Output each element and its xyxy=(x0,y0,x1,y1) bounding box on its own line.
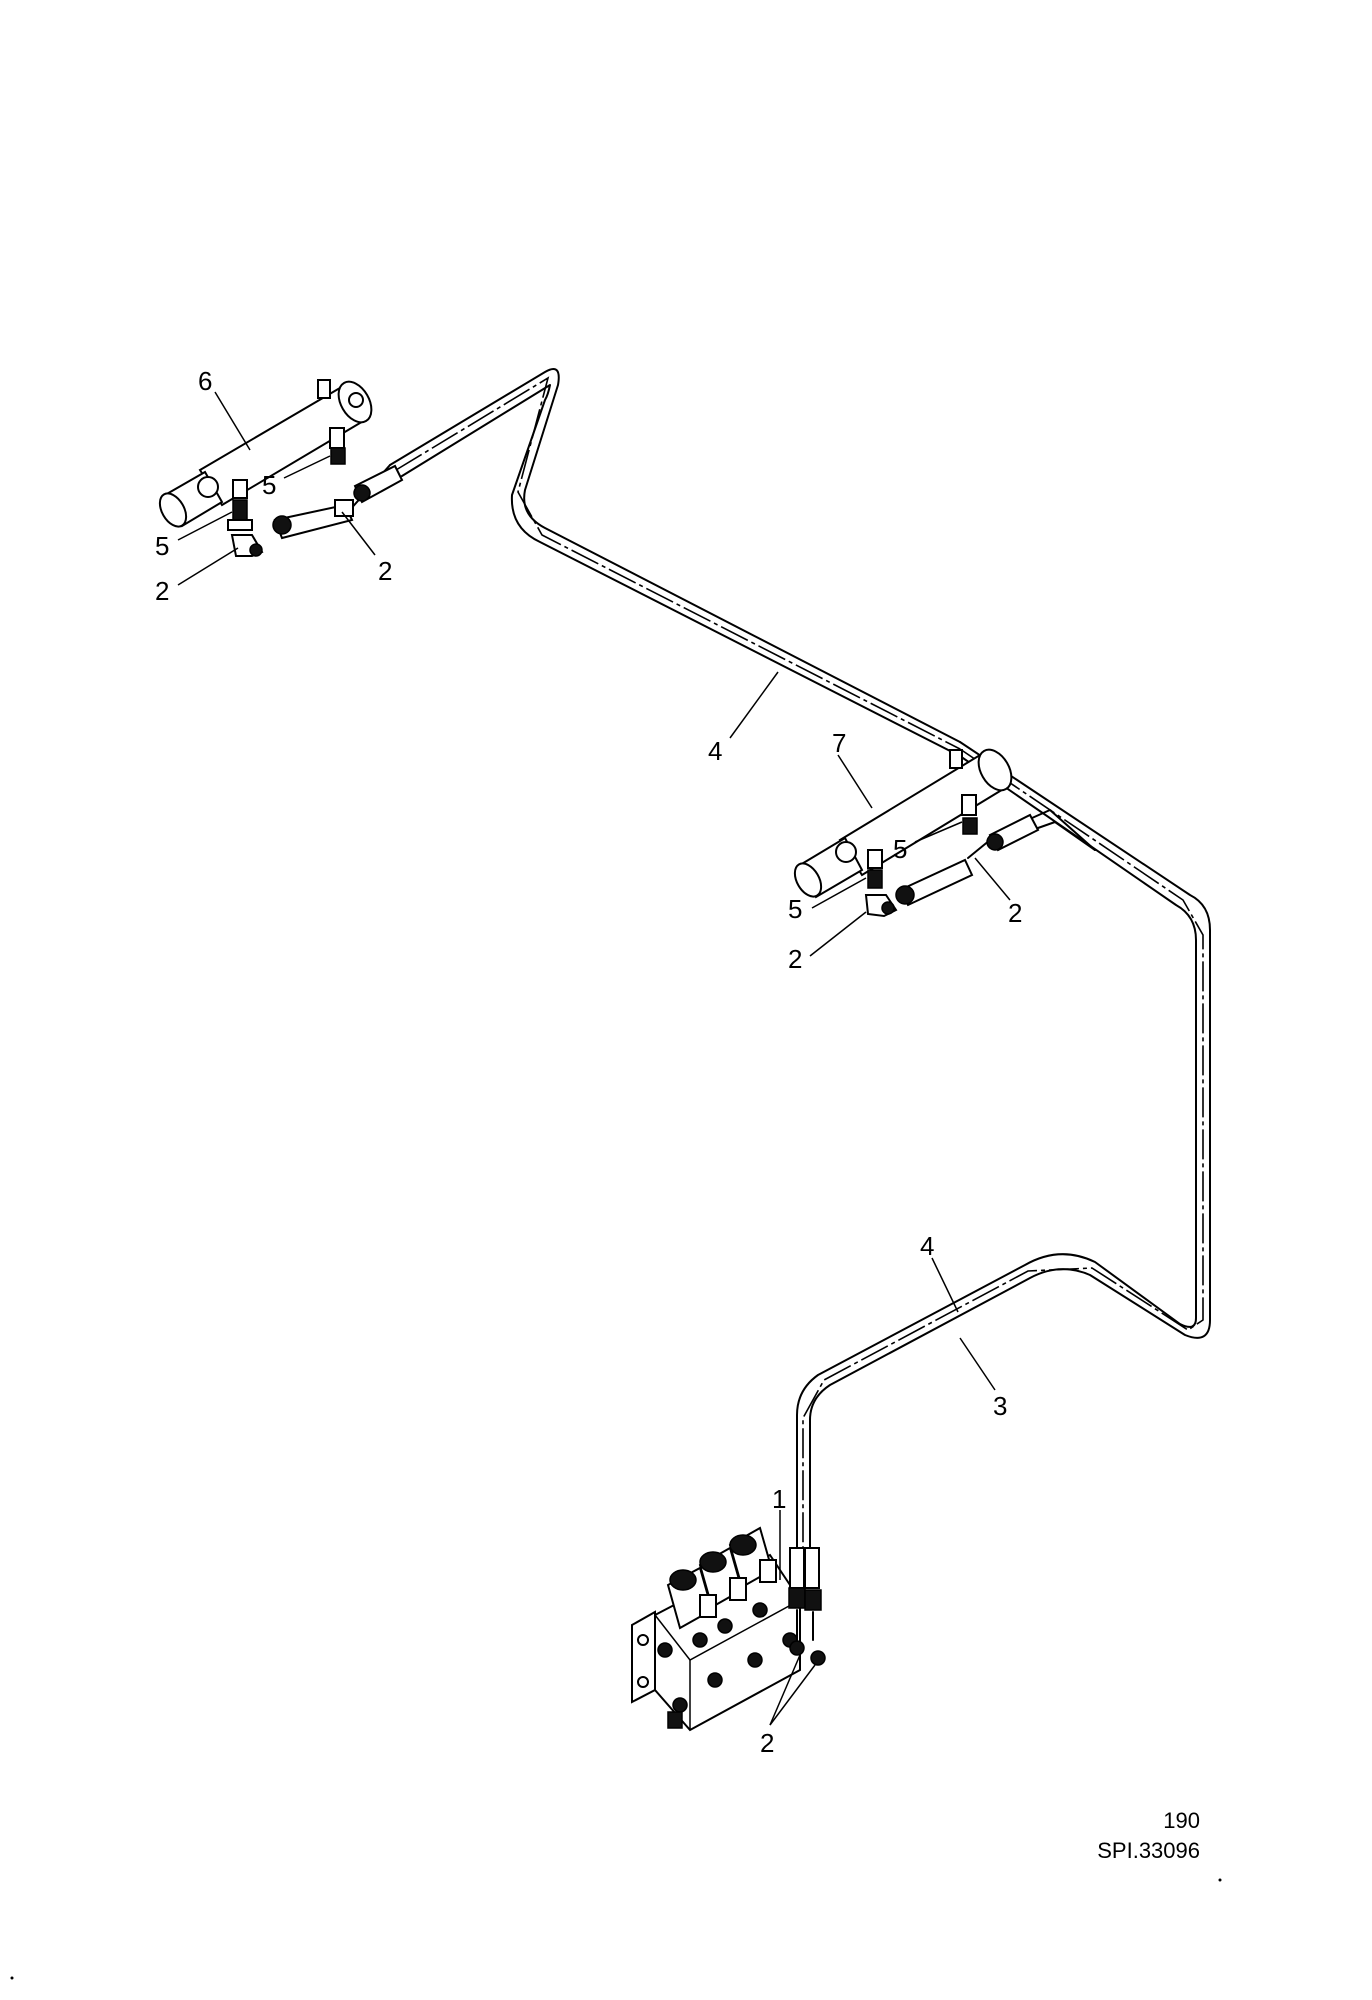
callout-4-upper: 4 xyxy=(708,736,722,766)
hose-4-upper xyxy=(389,368,961,757)
cylinder-7 xyxy=(793,748,1013,899)
drawing-reference-code: SPI.33096 xyxy=(1097,1838,1200,1863)
callout-2-mid-right: 2 xyxy=(1008,898,1022,928)
control-valve-1 xyxy=(631,1526,801,1732)
callout-2-hose: 2 xyxy=(378,556,392,586)
callout-5-left: 5 xyxy=(155,531,169,561)
callout-7: 7 xyxy=(832,728,846,758)
callout-2-valve: 2 xyxy=(760,1728,774,1758)
scan-dot xyxy=(1218,1878,1222,1882)
callout-1: 1 xyxy=(772,1484,786,1514)
elbow-2-mid-left xyxy=(864,894,898,918)
callout-2-left: 2 xyxy=(155,576,169,606)
callout-2-mid-left: 2 xyxy=(788,944,802,974)
hose-4-right xyxy=(796,741,1211,1549)
cylinder-6 xyxy=(158,379,373,528)
callout-5-upper: 5 xyxy=(262,470,276,500)
hose-cylinder-6 xyxy=(272,464,404,540)
fitting-5-mid-left xyxy=(867,869,883,889)
valve-hose-ends xyxy=(788,1547,826,1666)
hose-cylinder-7 xyxy=(895,809,1096,907)
callout-4-lower: 4 xyxy=(920,1231,934,1261)
leader-lines xyxy=(177,391,1011,1726)
fitting-5-left xyxy=(227,499,253,531)
elbow-2-left xyxy=(230,534,264,557)
fitting-5-right xyxy=(330,447,346,465)
fitting-5-mid-right xyxy=(962,817,978,835)
callout-6: 6 xyxy=(198,366,212,396)
callout-3: 3 xyxy=(993,1391,1007,1421)
page-number: 190 xyxy=(1163,1808,1200,1833)
callout-5-mid-left: 5 xyxy=(788,894,802,924)
scan-dot xyxy=(10,1976,14,1980)
callout-5-mid-upper: 5 xyxy=(893,834,907,864)
